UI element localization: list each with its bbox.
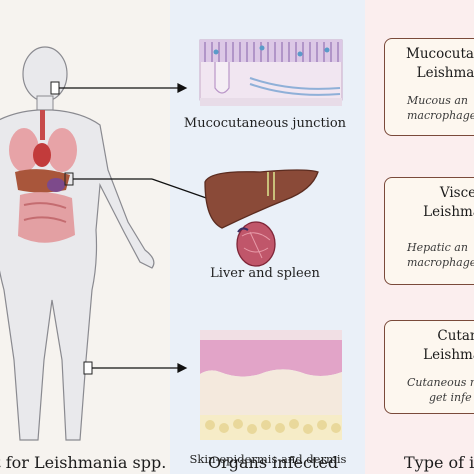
card-description-line1: Mucous an [407, 94, 468, 107]
card-cutaneous-leishmaniasis: Cutan Leishma Cutaneous m get infe [384, 320, 474, 414]
organ-label-mucocutaneous: Mucocutaneous junction [183, 116, 347, 131]
card-description-line2: macrophages g [407, 109, 474, 122]
liver-spleen-illustration [204, 169, 319, 267]
card-title-line1: Visce [439, 185, 474, 201]
column-title-organs: Organs infected [208, 453, 339, 472]
column-title-type: Type of in [404, 453, 474, 472]
card-title-line2: Leishma [423, 204, 474, 220]
card-title-line2: Leishmani [416, 65, 474, 81]
card-description-line2: macrophages [407, 256, 474, 269]
organ-label-skin: Skin-epidermis and dermis [189, 452, 347, 466]
card-title-line1: Mucocuta [406, 46, 474, 62]
marker-leg [83, 361, 93, 375]
card-description-line1: Cutaneous m [407, 376, 474, 389]
organ-label-liver-spleen: Liver and spleen [210, 266, 320, 281]
column-title-host: st for Leishmania spp. [0, 453, 167, 472]
card-title-line2: Leishma [423, 347, 474, 363]
card-description-line2: get infe [429, 391, 472, 404]
card-title-line1: Cutan [437, 328, 474, 344]
marker-face [50, 81, 60, 95]
skin-layers-illustration [200, 330, 342, 440]
card-mucocutaneous-leishmaniasis: Mucocuta Leishmani Mucous an macrophages… [384, 38, 474, 136]
card-description-line1: Hepatic an [407, 241, 468, 254]
human-body-illustration [0, 46, 155, 441]
mucocutaneous-tissue-illustration [199, 39, 343, 106]
card-visceral-leishmaniasis: Visce Leishma Hepatic an macrophages [384, 177, 474, 285]
